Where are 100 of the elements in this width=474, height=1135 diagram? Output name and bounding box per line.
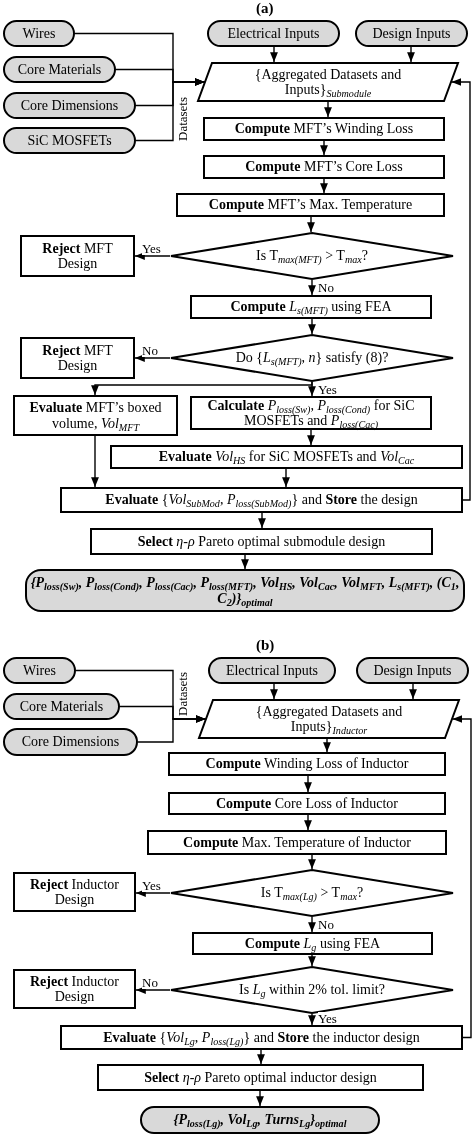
edge-label: No [142, 976, 158, 989]
input-label: Wires [21, 25, 57, 42]
process-box [20, 337, 135, 379]
process-box [13, 395, 178, 436]
input-label: Electrical Inputs [226, 25, 321, 42]
edge-label: No [318, 918, 334, 931]
arrow [258, 512, 266, 529]
edge-label: No [318, 281, 334, 294]
arrow [304, 775, 312, 793]
process-box [13, 969, 136, 1009]
process-label: Reject MFT Design [41, 342, 114, 374]
input-terminal [208, 657, 336, 684]
arrow [320, 178, 328, 194]
arrow [308, 916, 316, 933]
panel-label: (b) [256, 638, 275, 653]
input-label: Wires [22, 662, 57, 679]
input-label: Design Inputs [371, 25, 452, 42]
arrow [308, 854, 316, 870]
output-terminal [140, 1106, 380, 1134]
input-terminal [207, 20, 340, 47]
arrow [135, 986, 171, 994]
input-label: Electrical Inputs [224, 662, 320, 679]
process-label: Calculate P$_{loss(Sw)}$, P$_{loss(Cond)}$ for SiC MOSFETs and P$_{loss(Cac)}$ [206, 397, 416, 429]
arrow [256, 1090, 264, 1107]
process-box [60, 487, 463, 513]
data-label: {Aggregated Datasets and Inputs}$_{Inductor}$ [254, 703, 404, 735]
process-label: Compute L$_{s(MFT)}$ using FEA [229, 299, 393, 315]
input-label: Core Dimensions [20, 734, 121, 750]
process-box [60, 1025, 463, 1050]
arrow [307, 429, 315, 446]
decision-diamond [170, 232, 454, 280]
arrow [308, 279, 316, 296]
decision-label: Is T$_{max(MFT)}$ > T$_{max}$? [255, 248, 369, 264]
process-label: Compute Winding Loss of Inductor [204, 756, 410, 772]
arrow [134, 354, 171, 362]
decision-diamond [170, 869, 454, 917]
output-terminal [25, 569, 465, 612]
process-label: Reject Inductor Design [29, 876, 120, 908]
process-label: Evaluate {Vol$_{Lg}$, P$_{loss(Lg)}$} and Store the inductor design [102, 1029, 421, 1046]
data-label: {Aggregated Datasets and Inputs}$_{Submodule}$ [253, 66, 403, 98]
process-box [176, 193, 445, 217]
process-label: Evaluate Vol$_{HS}$ for SiC MOSFETs and Vol$_{Cac}$ [157, 449, 416, 465]
process-box [13, 872, 136, 912]
arrow [320, 140, 328, 156]
input-label: Core Dimensions [19, 97, 120, 114]
arrow [308, 1013, 316, 1026]
arrow [91, 435, 99, 488]
arrow [270, 683, 278, 700]
arrow [134, 252, 171, 260]
arrow [135, 889, 171, 897]
arrow [407, 46, 415, 63]
process-label: Evaluate {Vol$_{SubMod}$, P$_{loss(SubMod)}$} and Store the design [104, 492, 419, 508]
process-box [97, 1064, 424, 1091]
input-terminal [3, 657, 76, 684]
trunk-label: Datasets [176, 671, 189, 716]
process-box [203, 117, 445, 141]
process-box [190, 396, 432, 430]
edge-label: Yes [142, 242, 161, 255]
input-label: SiC MOSFETs [26, 132, 113, 149]
arrow [91, 381, 313, 396]
process-box [192, 932, 433, 955]
input-terminal [3, 127, 136, 154]
input-terminal [3, 20, 75, 47]
input-label: Design Inputs [372, 662, 453, 679]
process-box [168, 752, 446, 776]
process-label: Compute MFT’s Winding Loss [233, 121, 415, 137]
process-label: Compute MFT’s Max. Temperature [207, 197, 414, 213]
input-terminal [3, 56, 116, 83]
arrow [282, 468, 290, 488]
process-label: Compute MFT’s Core Loss [244, 159, 404, 175]
output-label: {P$_{loss(Lg)}$, Vol$_{Lg}$, Turns$_{Lg}$}$_{optimal}$ [172, 1112, 348, 1128]
edge-label: Yes [318, 1012, 337, 1025]
arrow [270, 46, 278, 63]
arrow [307, 216, 315, 233]
decision-label: Do {L$_{s(MFT)}$, n} satisfy (8)? [234, 350, 390, 366]
input-label: Core Materials [16, 61, 103, 78]
edge-label: No [142, 344, 158, 357]
output-label: {P$_{loss(Sw)}$, P$_{loss(Cond)}$, P$_{loss(Cac)}$, P$_{loss(MFT)}$, Vol$_{HS}$, Vol$_{Cac}$, Vol$_{MFT}$, L$_{s(MFT)}$, (C$_{1}$, C$_{2}$)}$_{optimal}$ [29, 575, 461, 606]
process-box [20, 235, 135, 277]
decision-label: Is T$_{max(Lg)}$ > T$_{max}$? [259, 885, 365, 901]
arrow [304, 814, 312, 831]
edge-label: Yes [142, 879, 161, 892]
arrow [308, 318, 316, 335]
input-label: Core Materials [18, 698, 105, 715]
arrow [409, 683, 417, 700]
decision-diamond [170, 334, 454, 382]
process-label: Compute Core Loss of Inductor [215, 795, 399, 812]
decision-diamond [170, 966, 454, 1014]
decision-label: Is L$_{g}$ within 2% tol. limit? [238, 982, 386, 998]
data-parallelogram [198, 699, 460, 739]
process-label: Select η-ρ Pareto optimal submodule design [136, 533, 387, 550]
trunk-label: Datasets [176, 96, 189, 141]
process-label: Select η-ρ Pareto optimal inductor design [143, 1069, 378, 1086]
input-terminal [356, 657, 469, 684]
arrow [324, 101, 332, 118]
process-box [190, 295, 432, 319]
input-terminal [3, 693, 120, 720]
process-box [168, 792, 446, 815]
process-label: Compute L$_{g}$ using FEA [243, 935, 382, 952]
process-box [203, 155, 445, 179]
